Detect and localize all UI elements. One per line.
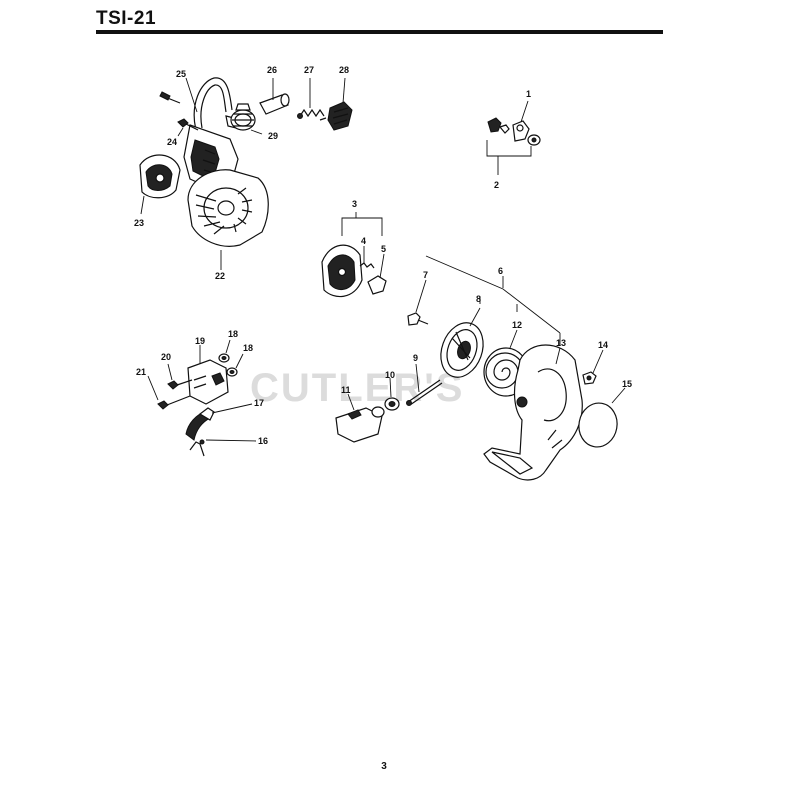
part-bolt-21 [157, 395, 191, 410]
callout-26: 26 [267, 65, 277, 75]
part-block-19 [187, 359, 229, 405]
callout-29: 29 [268, 131, 278, 141]
callout-23: 23 [134, 218, 144, 228]
callout-25: 25 [176, 69, 186, 79]
part-screw-7 [407, 312, 429, 326]
part-spark-boot-26 [259, 93, 290, 115]
callout-12: 12 [512, 320, 522, 330]
callout-6: 6 [498, 266, 503, 276]
callout-22: 22 [215, 271, 225, 281]
callout-9: 9 [413, 353, 418, 363]
part-nut-18a [218, 353, 230, 363]
callout-5: 5 [381, 244, 386, 254]
part-bolt-14 [582, 371, 597, 385]
part-bushing-10 [384, 397, 400, 411]
callout-20: 20 [161, 352, 171, 362]
part-spring-16 [189, 439, 205, 457]
part-trigger-17 [185, 407, 215, 441]
callout-28: 28 [339, 65, 349, 75]
part-bolt-20 [167, 379, 193, 390]
part-flywheel-nut-29 [230, 103, 256, 131]
part-rope-9 [406, 379, 443, 406]
part-flywheel-22 [187, 169, 269, 247]
callout-3: 3 [352, 199, 357, 209]
callout-17: 17 [254, 398, 264, 408]
part-spring-4 [359, 262, 375, 269]
watermark: CUTLER'S [250, 366, 465, 410]
page-number: 3 [381, 761, 387, 772]
part-terminal-28 [319, 101, 353, 131]
callout-16: 16 [258, 436, 268, 446]
callout-7: 7 [423, 270, 428, 280]
callout-11: 11 [341, 385, 351, 395]
callout-18a: 18 [228, 329, 238, 339]
page-title: TSI-21 [96, 8, 157, 29]
part-shoe-5 [367, 275, 387, 295]
part-cover-15 [578, 402, 618, 448]
callout-21: 21 [136, 367, 146, 377]
callout-4: 4 [361, 236, 366, 246]
callout-1: 1 [526, 89, 531, 99]
callout-18b: 18 [243, 343, 253, 353]
callout-2: 2 [494, 180, 499, 190]
part-spring-27 [297, 108, 325, 119]
callout-15: 15 [622, 379, 632, 389]
callout-27: 27 [304, 65, 314, 75]
callout-14: 14 [598, 340, 608, 350]
part-screw-24 [177, 118, 199, 131]
header-rule [96, 30, 663, 34]
part-handle-11 [335, 406, 385, 443]
callout-19: 19 [195, 336, 205, 346]
part-clutch-assembly-3 [321, 244, 363, 298]
part-switch-assembly [487, 117, 541, 146]
callout-24: 24 [167, 137, 177, 147]
part-pulley-8 [440, 322, 484, 378]
part-clutch-23 [139, 154, 181, 199]
callout-8: 8 [476, 294, 481, 304]
callout-13: 13 [556, 338, 566, 348]
part-fan-housing-13 [483, 344, 583, 481]
part-nut-18b [226, 367, 238, 377]
callout-10: 10 [385, 370, 395, 380]
